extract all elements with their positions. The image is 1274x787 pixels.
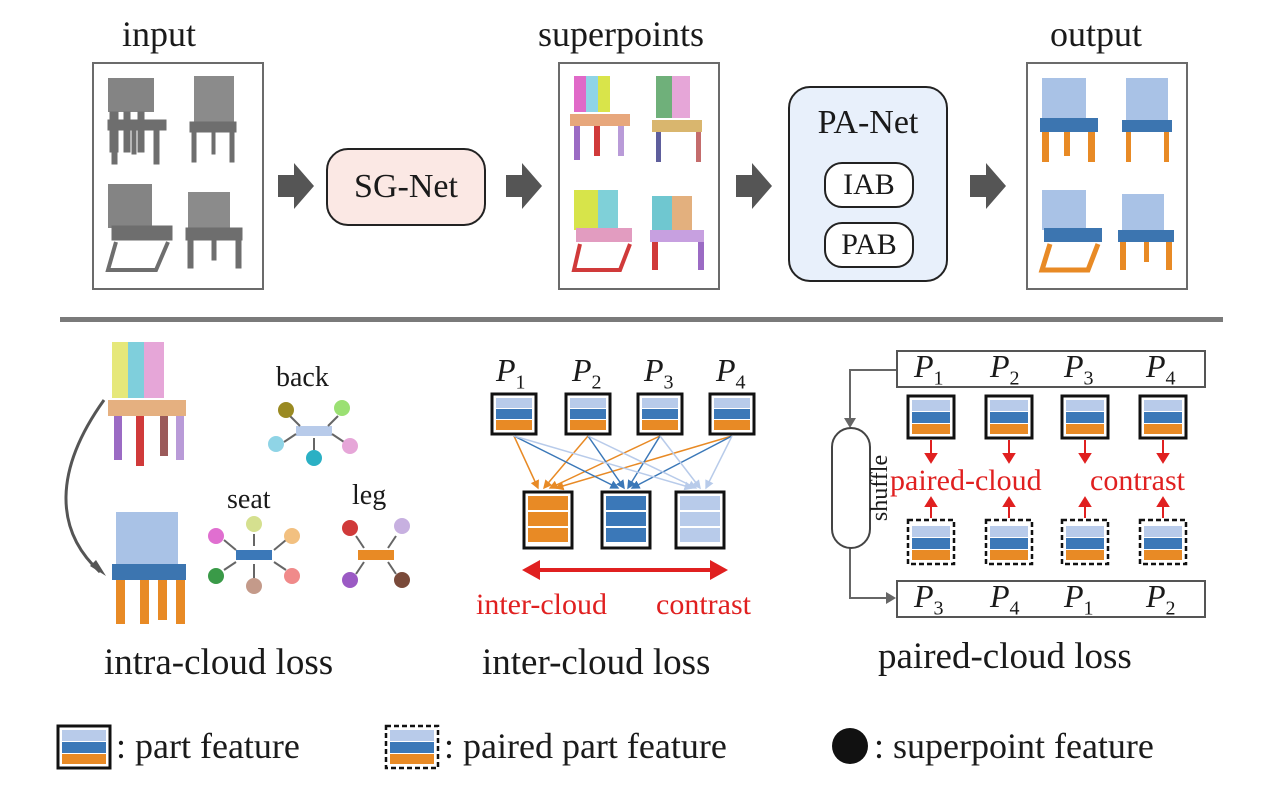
superpoints-chairs-image xyxy=(570,76,704,272)
seat-cluster xyxy=(208,516,300,594)
input-panel xyxy=(92,62,264,290)
iab-block: IAB xyxy=(824,162,914,208)
part-chair xyxy=(112,512,186,624)
paired-top-row xyxy=(896,350,1206,388)
paired-contrast-red-label: contrast xyxy=(1090,464,1185,497)
paired-bottom-p2: P2 xyxy=(1146,578,1176,620)
paired-top-p3: P3 xyxy=(1064,348,1094,390)
part-feature-legend-icon xyxy=(56,724,112,770)
intra-cloud-caption: intra-cloud loss xyxy=(104,642,334,683)
paired-bottom-p4: P4 xyxy=(990,578,1020,620)
paired-top-features xyxy=(906,394,1188,440)
part-feature-legend-label: : part feature xyxy=(116,726,300,766)
inter-p3-label: P3 xyxy=(644,352,674,394)
seat-label: seat xyxy=(227,484,271,515)
superpoint-feature-legend-icon xyxy=(832,728,868,764)
inter-cloud-caption: inter-cloud loss xyxy=(482,642,711,683)
sgnet-box: SG-Net xyxy=(326,148,486,226)
inter-p2-label: P2 xyxy=(572,352,602,394)
arrow-icon xyxy=(506,163,542,209)
inter-p-labels: P1 P2 P3 P4 xyxy=(496,354,796,394)
output-chairs-image xyxy=(1038,78,1174,273)
superpoints-panel xyxy=(558,62,720,290)
inter-contrast-arrow xyxy=(522,560,728,580)
paired-bottom-row xyxy=(896,580,1206,618)
superpoint-chair xyxy=(108,342,186,466)
paired-part-feature-legend-icon xyxy=(384,724,440,770)
inter-arrows xyxy=(513,435,733,491)
output-panel xyxy=(1026,62,1188,290)
paired-cloud-figure xyxy=(831,369,1188,604)
inter-cloud-red-label: inter-cloud xyxy=(476,588,608,621)
inter-contrast-red-label: contrast xyxy=(656,588,751,621)
inter-p1-label: P1 xyxy=(496,352,526,394)
inter-top-features xyxy=(490,392,756,436)
paired-cloud-caption: paired-cloud loss xyxy=(878,636,1132,677)
inter-p4-label: P4 xyxy=(716,352,746,394)
arrow-icon xyxy=(736,163,772,209)
input-chairs-image xyxy=(105,76,243,272)
section-divider xyxy=(60,317,1223,322)
paired-bottom-p1: P1 xyxy=(1064,578,1094,620)
panet-label: PA-Net xyxy=(817,104,919,141)
shuffle-pill xyxy=(831,427,871,549)
paired-up-arrows xyxy=(924,496,1170,518)
paired-top-p4: P4 xyxy=(1146,348,1176,390)
paired-bottom-features xyxy=(906,518,1188,566)
paired-bottom-p3: P3 xyxy=(914,578,944,620)
input-label: input xyxy=(122,14,197,54)
back-label: back xyxy=(276,362,329,393)
paired-top-p2: P2 xyxy=(990,348,1020,390)
paired-cloud-red-label: paired-cloud xyxy=(890,464,1042,497)
back-cluster xyxy=(268,400,358,466)
inter-cloud-figure xyxy=(490,392,756,580)
pab-block: PAB xyxy=(824,222,914,268)
superpoint-feature-legend-label: : superpoint feature xyxy=(874,726,1154,766)
intra-cloud-figure xyxy=(64,342,410,624)
arrow-icon xyxy=(278,163,314,209)
inter-part-orange xyxy=(522,490,574,550)
leg-label: leg xyxy=(352,480,387,511)
inter-part-lightblue xyxy=(674,490,726,550)
arrow-icon xyxy=(970,163,1006,209)
output-label: output xyxy=(1050,14,1143,54)
shuffle-label: shuffle xyxy=(867,454,893,522)
superpoints-label: superpoints xyxy=(538,14,704,54)
inter-part-blue xyxy=(600,490,652,550)
paired-part-feature-legend-label: : paired part feature xyxy=(444,726,727,766)
paired-top-p1: P1 xyxy=(914,348,944,390)
leg-cluster xyxy=(342,518,410,588)
paired-down-arrows xyxy=(924,440,1170,464)
